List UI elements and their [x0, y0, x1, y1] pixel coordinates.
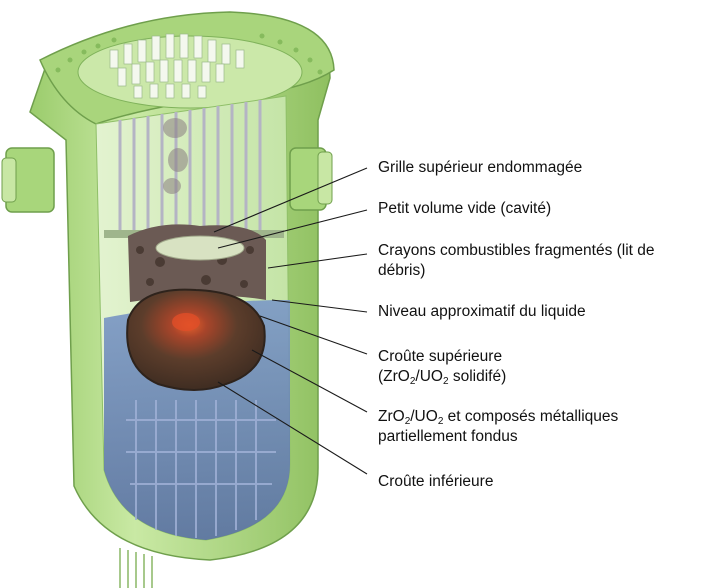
- molten-core: [127, 290, 265, 390]
- label-cavite: Petit volume vide (cavité): [378, 199, 551, 219]
- cavity: [156, 236, 244, 260]
- label-crayons: Crayons combustibles fragmentés (lit de …: [378, 241, 655, 281]
- label-niveau: Niveau approximatif du liquide: [378, 302, 586, 322]
- label-croute-inferieure: Croûte inférieure: [378, 472, 493, 492]
- instrument-tubes: [120, 548, 152, 588]
- label-croute-superieure: Croûte supérieure (ZrO2/UO2 solidifé): [378, 347, 506, 387]
- label-fondus: ZrO2/UO2 et composés métalliques partiel…: [378, 407, 618, 447]
- right-nozzle-flange: [318, 152, 332, 204]
- left-nozzle-flange: [2, 158, 16, 202]
- label-grille: Grille supérieur endommagée: [378, 158, 582, 178]
